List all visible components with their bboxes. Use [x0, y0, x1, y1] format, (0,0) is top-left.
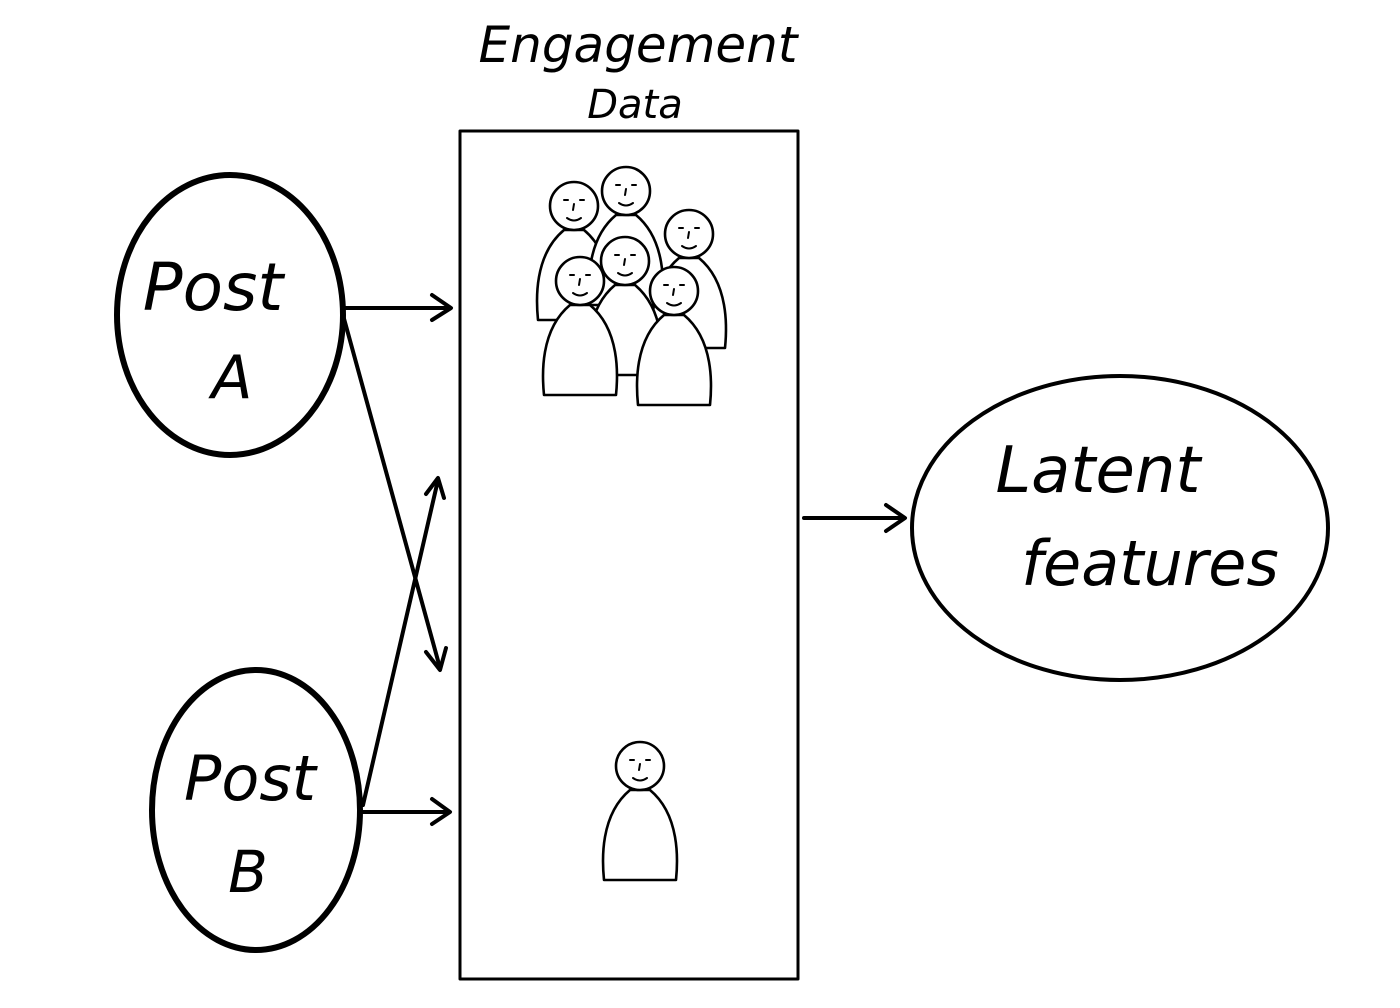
latent-features-ellipse	[910, 374, 1330, 682]
engaged-users-group	[535, 165, 728, 407]
engagement-data-box	[458, 129, 800, 981]
arrow-data-to-latent	[802, 503, 907, 533]
post-b-ellipse	[149, 667, 363, 953]
post-a-label-line1: Post	[143, 249, 286, 326]
post-b-label-line1: Post	[184, 742, 319, 815]
latent-features-label-line2: features	[1021, 527, 1279, 600]
arrow-post-b-to-single	[361, 797, 452, 826]
engaged-user-single	[601, 740, 679, 882]
post-a-label-line2: A	[207, 343, 252, 413]
person-icon	[601, 740, 679, 882]
arrow-post-a-to-group	[341, 293, 453, 322]
post-b-node: Post B	[149, 667, 363, 953]
latent-features-node: Latent features	[910, 374, 1330, 682]
arrow-post-a-to-single	[341, 313, 448, 672]
arrow-post-b-to-group	[361, 476, 446, 807]
post-a-node: Post A	[114, 172, 346, 458]
latent-features-label-line1: Latent	[996, 434, 1204, 508]
engagement-data-title-line1: Engagement	[479, 16, 800, 74]
engagement-data-title-line2: Data	[587, 82, 683, 128]
post-b-label-line2: B	[228, 838, 268, 906]
